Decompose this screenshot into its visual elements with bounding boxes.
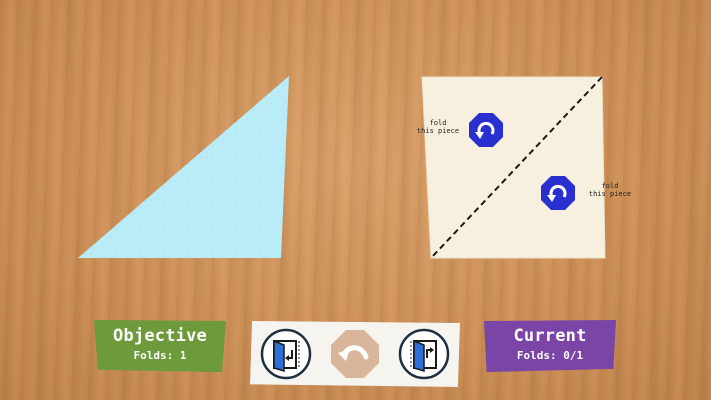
fold-toolbar xyxy=(250,321,460,387)
fold-hint-text: fold this piece xyxy=(588,182,632,198)
objective-triangle xyxy=(78,76,289,258)
current-title: Current xyxy=(513,326,587,346)
objective-panel: Objective Folds: 1 xyxy=(94,320,226,372)
arrow-head xyxy=(547,195,556,202)
rotate-arrow-icon xyxy=(469,113,503,147)
current-folds: Folds: 0/1 xyxy=(516,349,584,362)
fold-line[interactable] xyxy=(430,76,603,259)
objective-title: Objective xyxy=(113,326,207,346)
fold-left-icon xyxy=(260,328,312,380)
fold-right-button[interactable] xyxy=(397,327,451,381)
arrow-head xyxy=(475,132,484,139)
rotate-arrow-icon xyxy=(549,184,567,198)
fold-hint-label-1: fold this piece xyxy=(414,119,462,135)
undo-button[interactable] xyxy=(328,327,382,381)
current-panel: Current Folds: 0/1 xyxy=(484,320,616,372)
undo-arrow-icon xyxy=(331,330,379,378)
fold-right-icon xyxy=(398,328,450,380)
fold-hint-label-2: fold this piece xyxy=(584,182,636,198)
fold-hint-badge-1[interactable] xyxy=(469,113,503,147)
fold-left-button[interactable] xyxy=(259,327,313,381)
rotate-arrow-icon xyxy=(541,176,575,210)
fold-hint-badge-2[interactable] xyxy=(541,176,575,210)
objective-folds: Folds: 1 xyxy=(133,349,187,362)
current-paper[interactable] xyxy=(421,76,606,259)
fold-hint-text: fold this piece xyxy=(416,119,460,135)
rotate-arrow-icon xyxy=(477,121,495,135)
